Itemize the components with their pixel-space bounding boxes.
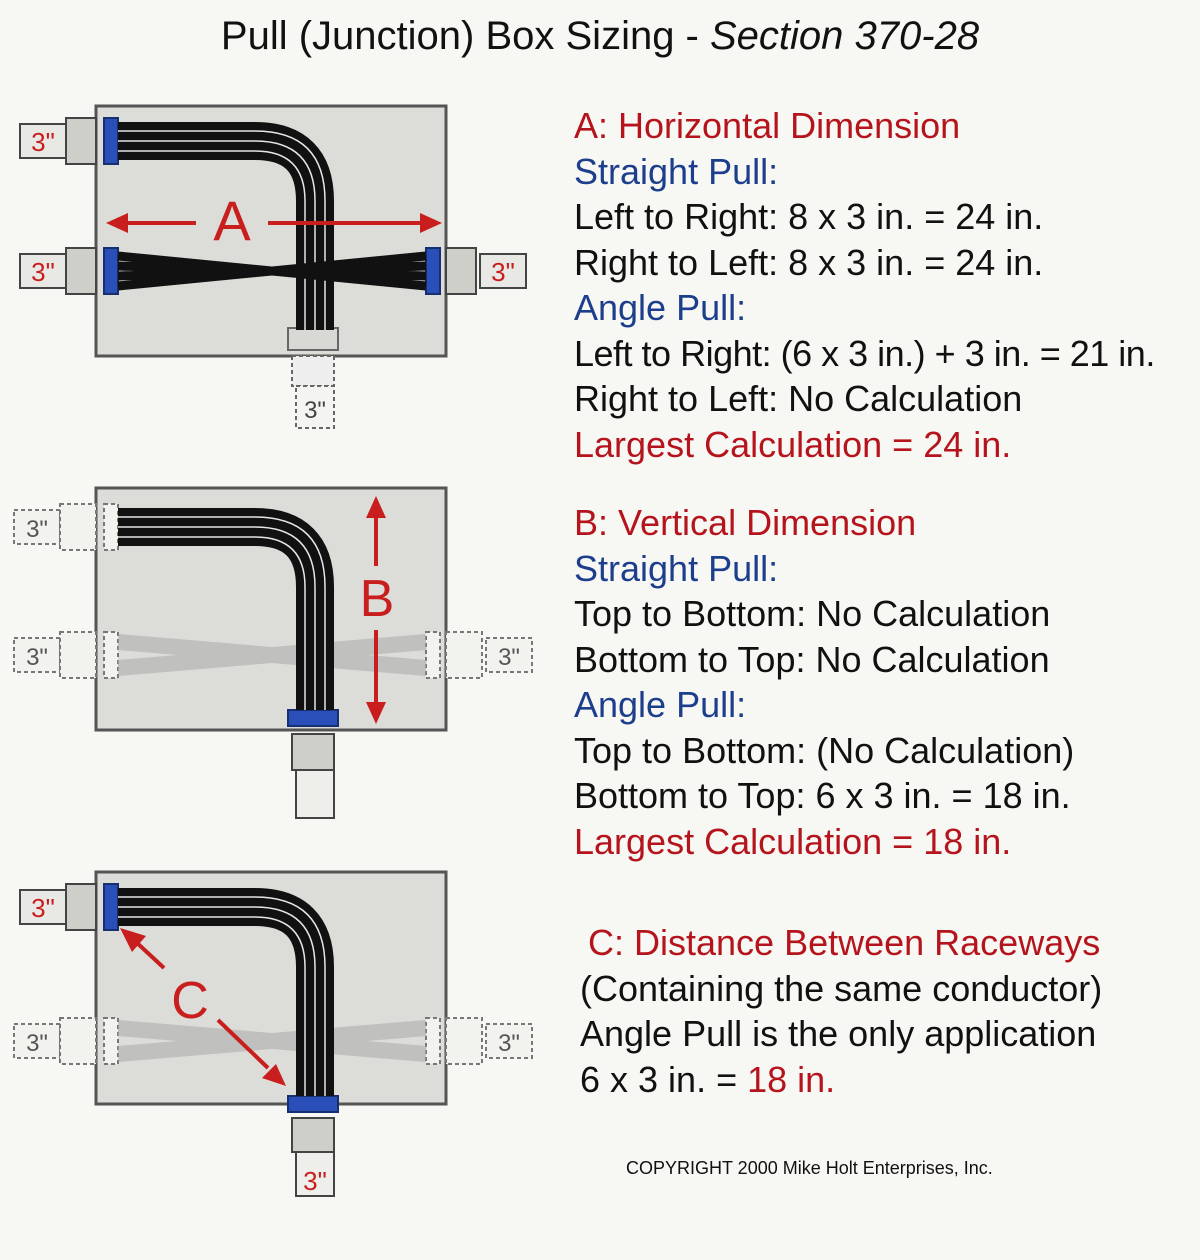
conduit-size-label: 3" bbox=[498, 644, 520, 671]
line-b-0: Straight Pull: bbox=[574, 547, 779, 589]
conduit-right-mid bbox=[425, 631, 533, 679]
text-block-c: C: Distance Between Raceways (Containing… bbox=[580, 920, 1102, 1102]
diagram-c: C 3" 3" 3" 3" bbox=[13, 870, 533, 1197]
panel-a: A 3" 3" 3" 3" A: Horizontal Dimension St… bbox=[0, 90, 1200, 490]
conduit-size-label: 3" bbox=[26, 516, 48, 543]
line-a-0: Straight Pull: bbox=[574, 150, 779, 192]
conduit-left-top bbox=[13, 503, 119, 551]
title-main: Pull (Junction) Box Sizing - bbox=[220, 14, 710, 58]
line-c-1: Angle Pull is the only application bbox=[580, 1013, 1097, 1054]
letter-b: B bbox=[360, 570, 395, 628]
conduit-left-mid bbox=[19, 247, 119, 295]
dimension-arrow-b bbox=[366, 496, 386, 724]
conduit-size-label: 3" bbox=[491, 257, 515, 287]
panel-b: B 3" 3" 3" B: Vertical Dimension Straigh… bbox=[0, 480, 1200, 880]
line-b-5: Bottom to Top: 6 x 3 in. = 18 in. bbox=[574, 775, 1071, 816]
conduit-left-mid bbox=[13, 1017, 119, 1065]
conduit-size-label: 3" bbox=[31, 893, 55, 923]
conduit-size-label: 3" bbox=[26, 644, 48, 671]
line-b-6: Largest Calculation = 18 in. bbox=[574, 820, 1012, 862]
conduit-bottom bbox=[287, 1095, 339, 1197]
conduit-size-label: 3" bbox=[498, 1030, 520, 1057]
conduit-size-label: 3" bbox=[303, 1166, 327, 1196]
conduit-size-label: 3" bbox=[26, 1030, 48, 1057]
heading-b: B: Vertical Dimension bbox=[574, 502, 917, 543]
title-section: Section 370-28 bbox=[710, 14, 980, 58]
line-a-2: Right to Left: 8 x 3 in. = 24 in. bbox=[574, 241, 1044, 283]
line-a-1: Left to Right: 8 x 3 in. = 24 in. bbox=[574, 196, 1044, 237]
copyright-notice: COPYRIGHT 2000 Mike Holt Enterprises, In… bbox=[626, 1158, 993, 1178]
line-b-2: Bottom to Top: No Calculation bbox=[574, 638, 1050, 680]
text-block-b: B: Vertical Dimension Straight Pull: Top… bbox=[574, 500, 1074, 864]
dimension-arrow-a bbox=[106, 213, 442, 233]
dimension-arrow-c bbox=[120, 928, 286, 1086]
diagram-b: B 3" 3" 3" bbox=[13, 486, 533, 819]
line-c-2: 6 x 3 in. = 18 in. bbox=[580, 1057, 1102, 1103]
diagram-a: A 3" 3" 3" 3" bbox=[19, 104, 527, 429]
conduit-size-label: 3" bbox=[31, 257, 55, 287]
line-b-3: Angle Pull: bbox=[574, 684, 747, 725]
conduit-left-mid bbox=[13, 631, 119, 679]
letter-a: A bbox=[213, 189, 251, 252]
line-c-0: (Containing the same conductor) bbox=[580, 967, 1103, 1009]
line-b-4: Top to Bottom: (No Calculation) bbox=[574, 729, 1075, 771]
conduit-bottom bbox=[287, 709, 339, 819]
conduit-left-top bbox=[19, 883, 119, 931]
line-a-3: Angle Pull: bbox=[574, 287, 747, 328]
panel-c: C 3" 3" 3" 3" C: Distance Between Racewa… bbox=[0, 860, 1200, 1260]
text-block-a: A: Horizontal Dimension Straight Pull: L… bbox=[574, 103, 1155, 467]
conduit-left-top bbox=[19, 117, 119, 165]
line-b-1: Top to Bottom: No Calculation bbox=[574, 593, 1051, 634]
heading-a: A: Horizontal Dimension bbox=[574, 105, 961, 146]
line-a-5: Right to Left: No Calculation bbox=[574, 378, 1023, 419]
conduit-right-mid bbox=[425, 247, 527, 295]
conduit-bottom bbox=[287, 327, 339, 429]
result-prefix-c: 6 x 3 in. = bbox=[580, 1058, 748, 1100]
page-title: Pull (Junction) Box Sizing - Section 370… bbox=[0, 14, 1200, 59]
cable-cross-a bbox=[117, 251, 427, 291]
conduit-size-label: 3" bbox=[31, 127, 55, 157]
heading-c: C: Distance Between Raceways bbox=[588, 922, 1101, 963]
conduit-right-mid bbox=[425, 1017, 533, 1065]
line-a-4: Left to Right: (6 x 3 in.) + 3 in. = 21 … bbox=[574, 332, 1155, 374]
conduit-size-label: 3" bbox=[304, 397, 326, 424]
result-value-c: 18 in. bbox=[747, 1058, 836, 1100]
letter-c: C bbox=[171, 972, 209, 1030]
line-a-6: Largest Calculation = 24 in. bbox=[574, 423, 1012, 465]
